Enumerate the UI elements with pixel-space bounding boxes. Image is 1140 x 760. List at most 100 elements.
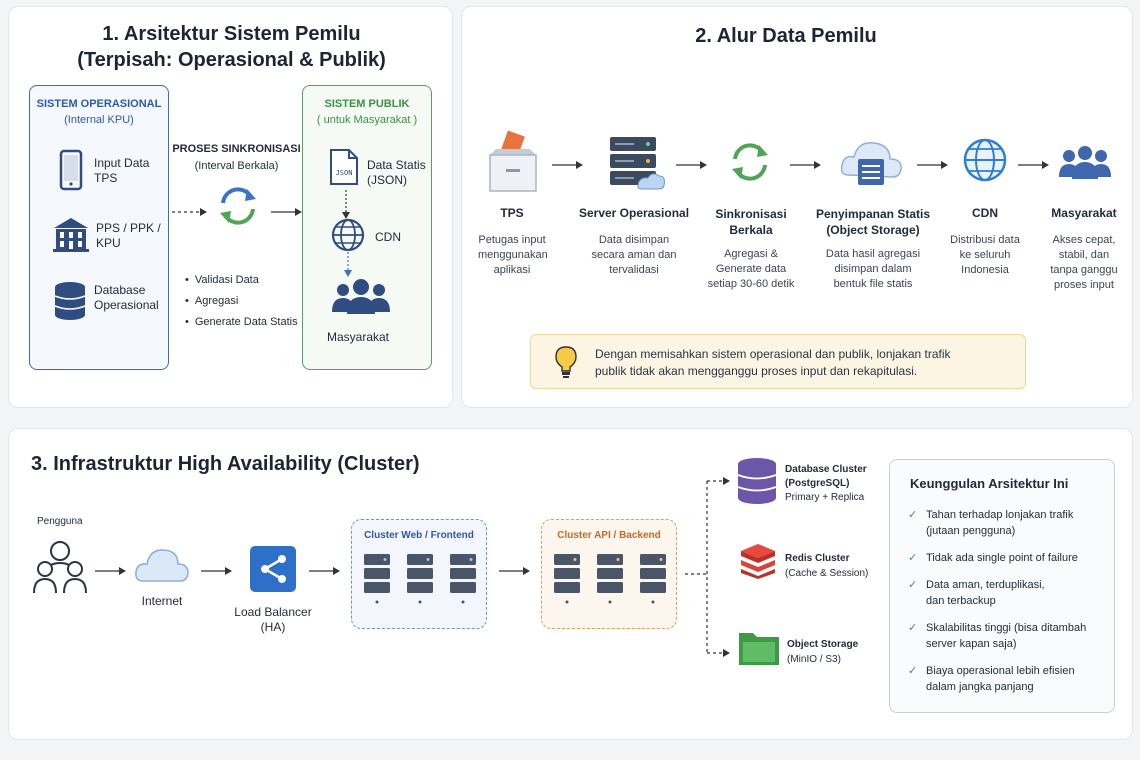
sync-subtitle: (Interval Berkala) bbox=[194, 160, 279, 172]
globe-icon bbox=[963, 138, 1007, 182]
flow-arrow bbox=[676, 161, 707, 169]
step-title-cdn: CDN bbox=[972, 206, 998, 220]
sync-icon bbox=[220, 187, 256, 225]
dashed-down-arrow bbox=[344, 252, 352, 277]
cloud-storage-icon bbox=[840, 142, 902, 185]
sync-bullets: Validasi Data Agregasi Generate Data Sta… bbox=[185, 273, 305, 330]
redis-sub: (Cache & Session) bbox=[785, 568, 869, 579]
section2-title: 2. Alur Data Pemilu bbox=[695, 25, 877, 47]
advantage-item: ✓ Tahan terhadap lonjakan trafik (jutaan… bbox=[908, 509, 1074, 537]
flow-arrow bbox=[552, 161, 583, 169]
sync-title: PROSES SINKRONISASI bbox=[172, 143, 301, 155]
step-desc-storage: Data hasil agregasi disimpan dalam bentu… bbox=[825, 248, 921, 290]
api-cluster-label: Cluster API / Backend bbox=[557, 530, 661, 541]
dashed-connectors bbox=[685, 477, 730, 657]
pub-item-json: Data Statis (JSON) bbox=[367, 158, 426, 187]
load-balancer-icon bbox=[250, 546, 296, 592]
lightbulb-icon bbox=[555, 346, 577, 378]
arrow bbox=[499, 567, 530, 575]
db-sub: Primary + Replica bbox=[785, 492, 865, 503]
storage-title: Object Storage bbox=[787, 639, 859, 650]
operational-subtitle: (Internal KPU) bbox=[64, 114, 134, 126]
advantage-item: ✓ Data aman, terduplikasi, dan terbackup bbox=[908, 579, 1045, 607]
sync-bullet: Validasi Data bbox=[185, 273, 305, 288]
arrow bbox=[201, 567, 232, 575]
arrow bbox=[309, 567, 340, 575]
sync-bullet: Agregasi bbox=[185, 294, 305, 309]
step-desc-server: Data disimpan secara aman dan tervalidas… bbox=[591, 234, 677, 276]
server-icon bbox=[610, 137, 665, 190]
step-desc-sync: Agregasi & Generate data setiap 30-60 de… bbox=[707, 248, 795, 290]
panel-architecture: 1. Arsitektur Sistem Pemilu (Terpisah: O… bbox=[8, 6, 453, 408]
check-icon: ✓ bbox=[908, 579, 918, 591]
op-item-input: Input Data TPS bbox=[94, 156, 150, 185]
people-icon bbox=[1059, 146, 1111, 179]
step-desc-tps: Petugas input menggunakan aplikasi bbox=[478, 234, 548, 276]
people-icon bbox=[332, 279, 390, 314]
pub-item-cdn: CDN bbox=[375, 230, 401, 244]
public-system-box: SISTEM PUBLIK ( untuk Masyarakat ) JSON … bbox=[302, 85, 432, 370]
building-icon bbox=[53, 218, 89, 252]
web-cluster-box: Cluster Web / Frontend bbox=[351, 519, 487, 629]
sync-arrow-right bbox=[271, 208, 302, 216]
step-desc-cdn: Distribusi data ke seluruh Indonesia bbox=[950, 234, 1020, 276]
op-item-database: Database Operasional bbox=[94, 283, 159, 312]
advantages-box: Keunggulan Arsitektur Ini ✓ Tahan terhad… bbox=[889, 459, 1115, 713]
users-outline-icon bbox=[33, 541, 87, 594]
database-icon bbox=[54, 282, 86, 320]
advantage-item: ✓ Skalabilitas tinggi (bisa ditambah ser… bbox=[908, 622, 1087, 650]
cloud-icon bbox=[135, 549, 189, 582]
sync-arrow-dashed bbox=[172, 208, 207, 216]
check-icon: ✓ bbox=[908, 552, 918, 564]
step-title-storage: Penyimpanan Statis (Object Storage) bbox=[815, 207, 931, 237]
panel-infrastructure: 3. Infrastruktur High Availability (Clus… bbox=[8, 428, 1133, 740]
lb-label: Load Balancer (HA) bbox=[234, 605, 312, 634]
advantage-item: ✓ Tidak ada single point of failure bbox=[908, 552, 1078, 564]
check-icon: ✓ bbox=[908, 509, 918, 521]
folder-icon bbox=[739, 633, 779, 665]
panel-data-flow: 2. Alur Data Pemilu bbox=[461, 6, 1133, 408]
database-cluster-icon bbox=[737, 458, 777, 504]
advantages-title: Keunggulan Arsitektur Ini bbox=[910, 476, 1069, 491]
op-item-pps: PPS / PPK / KPU bbox=[96, 221, 161, 250]
tip-text: Dengan memisahkan sistem operasional dan… bbox=[595, 347, 951, 378]
user-label: Pengguna bbox=[37, 516, 83, 527]
server-rack-icons bbox=[364, 554, 476, 604]
sync-icon bbox=[732, 143, 768, 181]
ballot-box-icon bbox=[489, 130, 537, 192]
pub-item-people: Masyarakat bbox=[326, 330, 390, 344]
advantage-item: ✓ Biaya operasional lebih efisien dalam … bbox=[908, 665, 1075, 693]
redis-icon bbox=[741, 544, 775, 579]
storage-sub: (MinIO / S3) bbox=[787, 654, 841, 665]
operational-title: SISTEM OPERASIONAL bbox=[36, 98, 162, 110]
operational-system-box: SISTEM OPERASIONAL (Internal KPU) Input … bbox=[29, 85, 169, 370]
internet-label: Internet bbox=[141, 594, 183, 608]
server-rack-icons bbox=[554, 554, 666, 604]
globe-icon bbox=[331, 218, 365, 252]
section3-title: 3. Infrastruktur High Availability (Clus… bbox=[31, 453, 420, 475]
step-title-sync: Sinkronisasi Berkala bbox=[715, 207, 787, 237]
sync-bullet: Generate Data Statis bbox=[185, 315, 305, 330]
flow-arrow bbox=[917, 161, 948, 169]
flow-arrow bbox=[1018, 161, 1049, 169]
dashed-down-arrow bbox=[342, 190, 350, 219]
tip-box: Dengan memisahkan sistem operasional dan… bbox=[530, 334, 1026, 389]
db-title: Database Cluster (PostgreSQL) bbox=[785, 464, 867, 489]
section1-title: 1. Arsitektur Sistem Pemilu (Terpisah: O… bbox=[77, 23, 386, 71]
public-title: SISTEM PUBLIK bbox=[324, 98, 410, 110]
step-title-people: Masyarakat bbox=[1051, 206, 1117, 220]
phone-icon bbox=[59, 149, 83, 191]
web-cluster-label: Cluster Web / Frontend bbox=[364, 530, 474, 541]
step-title-tps: TPS bbox=[500, 206, 524, 220]
step-desc-people: Akses cepat, stabil, dan tanpa ganggu pr… bbox=[1050, 234, 1118, 291]
step-title-server: Server Operasional bbox=[578, 206, 690, 220]
json-icon-text: JSON bbox=[336, 169, 353, 177]
arrow bbox=[95, 567, 126, 575]
api-cluster-box: Cluster API / Backend bbox=[541, 519, 677, 629]
redis-title: Redis Cluster bbox=[785, 553, 850, 564]
flow-arrow bbox=[790, 161, 821, 169]
public-subtitle: ( untuk Masyarakat ) bbox=[316, 114, 418, 126]
json-file-icon: JSON bbox=[330, 149, 358, 185]
check-icon: ✓ bbox=[908, 622, 918, 634]
check-icon: ✓ bbox=[908, 665, 918, 677]
